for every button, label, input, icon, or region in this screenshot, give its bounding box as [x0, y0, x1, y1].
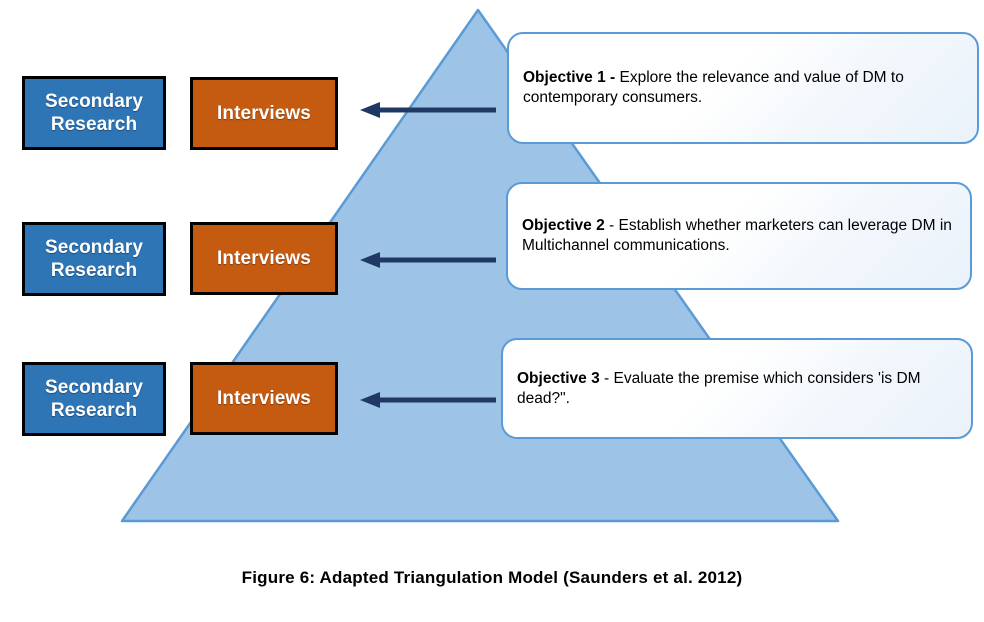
objective-lead-2: Objective 2: [522, 217, 605, 235]
objective-body-2: - Establish whether marketers can levera…: [522, 217, 952, 254]
secondary-research-box-2: Secondary Research: [22, 222, 166, 296]
secondary-research-line2-2: Research: [50, 260, 138, 281]
figure-caption: Figure 6: Adapted Triangulation Model (S…: [241, 568, 743, 587]
objective-body-3: - Evaluate the premise which considers '…: [517, 369, 921, 407]
secondary-research-line1-2: Secondary: [44, 236, 144, 258]
interviews-box-3: Interviews: [190, 362, 338, 435]
secondary-research-line2-3: Research: [50, 400, 138, 421]
interviews-box-1: Interviews: [190, 77, 338, 150]
objective-lead-3: Objective 3: [517, 369, 600, 387]
objective-callout-3: Objective 3 - Evaluate the premise which…: [501, 338, 973, 439]
secondary-research-line1-1: Secondary: [44, 90, 144, 112]
objective-callout-2: Objective 2 - Establish whether marketer…: [506, 182, 972, 290]
interviews-label-3: Interviews: [217, 387, 311, 409]
interviews-label-1: Interviews: [217, 102, 311, 124]
secondary-research-label-2: Secondary Research: [45, 236, 143, 282]
arrow-left-objective-1: [360, 102, 496, 118]
secondary-research-label-3: Secondary Research: [45, 376, 143, 422]
secondary-research-line1-3: Secondary: [44, 376, 144, 398]
arrow-left-objective-3: [360, 392, 496, 408]
secondary-research-box-1: Secondary Research: [22, 76, 166, 150]
arrow-left-objective-2: [360, 252, 496, 268]
interviews-label-2: Interviews: [217, 247, 311, 269]
objective-callout-text-2: Objective 2 - Establish whether marketer…: [522, 216, 956, 256]
secondary-research-box-3: Secondary Research: [22, 362, 166, 436]
secondary-research-line2-1: Research: [50, 114, 138, 135]
objective-callout-text-3: Objective 3 - Evaluate the premise which…: [517, 369, 957, 409]
objective-callout-1: Objective 1 - Explore the relevance and …: [507, 32, 979, 144]
objective-callout-text-1: Objective 1 - Explore the relevance and …: [523, 68, 963, 108]
objective-lead-1: Objective 1 -: [523, 69, 616, 87]
objective-body-1: Explore the relevance and value of DM to…: [523, 69, 904, 106]
interviews-box-2: Interviews: [190, 222, 338, 295]
secondary-research-label-1: Secondary Research: [45, 90, 143, 136]
